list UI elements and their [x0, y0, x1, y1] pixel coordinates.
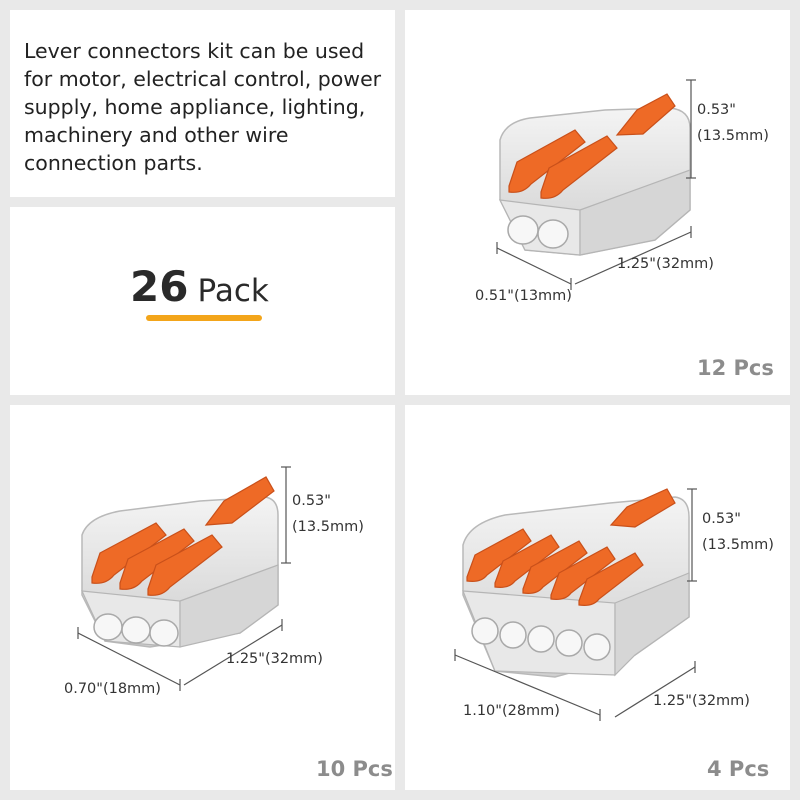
- piece-count: 10 Pcs: [316, 757, 393, 781]
- height-inch: 0.53": [697, 102, 736, 118]
- lever: [466, 528, 532, 582]
- lever: [578, 552, 644, 606]
- lever: [119, 528, 195, 590]
- connector-five-panel: 0.53" (13.5mm) 1.25"(32mm) 1.10"(28mm) 4…: [405, 405, 790, 790]
- connector-two-illustration: [496, 79, 696, 290]
- length-dimension: 1.25"(32mm): [226, 651, 323, 667]
- connector-five-illustration: [454, 488, 697, 721]
- connector-two-panel: 0.53" (13.5mm) 1.25"(32mm) 0.51"(13mm) 1…: [405, 10, 790, 395]
- lever: [550, 546, 616, 600]
- lever: [91, 522, 167, 584]
- width-dimension: 0.51"(13mm): [475, 288, 572, 304]
- pack-word: Pack: [197, 273, 269, 309]
- lever: [522, 540, 588, 594]
- lever: [508, 129, 586, 193]
- pack-panel: 26 Pack: [10, 207, 395, 395]
- connector-three-illustration: [77, 466, 291, 691]
- pack-underline: [146, 315, 262, 321]
- piece-count: 4 Pcs: [707, 757, 770, 781]
- height-mm: (13.5mm): [702, 537, 774, 553]
- piece-count: 12 Pcs: [697, 356, 774, 380]
- lever: [615, 93, 676, 136]
- length-dimension: 1.25"(32mm): [653, 693, 750, 709]
- width-dimension: 1.10"(28mm): [463, 703, 560, 719]
- lever: [609, 488, 676, 528]
- pack-label: 26 Pack: [130, 262, 269, 311]
- width-dimension: 0.70"(18mm): [64, 681, 161, 697]
- height-mm: (13.5mm): [697, 128, 769, 144]
- lever: [540, 135, 618, 199]
- height-inch: 0.53": [702, 511, 741, 527]
- connector-three-panel: 0.53" (13.5mm) 1.25"(32mm) 0.70"(18mm) 1…: [10, 405, 395, 790]
- description-text: Lever connectors kit can be used for mot…: [24, 39, 382, 175]
- pack-number: 26: [130, 262, 189, 311]
- lever: [494, 534, 560, 588]
- height-mm: (13.5mm): [292, 519, 364, 535]
- length-dimension: 1.25"(32mm): [617, 256, 714, 272]
- height-inch: 0.53": [292, 493, 331, 509]
- lever: [204, 476, 275, 526]
- description-panel: Lever connectors kit can be used for mot…: [10, 10, 395, 197]
- lever: [147, 534, 223, 596]
